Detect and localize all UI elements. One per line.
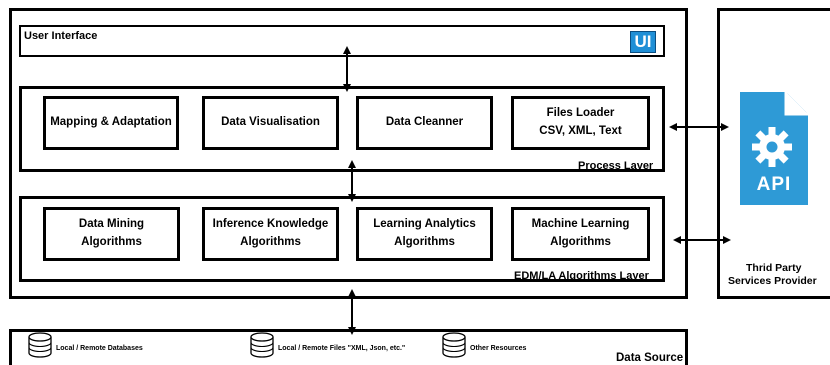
- learning-analytics-box: Learning Analytics Algorithms: [356, 207, 493, 261]
- database-icon: [249, 332, 275, 358]
- inference-knowledge-subtitle: Algorithms: [240, 236, 301, 248]
- data-cleaner-box: Data Cleanner: [356, 96, 493, 150]
- learning-analytics-title: Learning Analytics: [373, 218, 476, 231]
- database-icon: [27, 332, 53, 358]
- machine-learning-title: Machine Learning: [531, 218, 630, 231]
- user-interface-layer: User Interface UI: [19, 25, 665, 57]
- algorithms-layer-label: EDM/LA Algorithms Layer: [514, 270, 649, 282]
- data-mining-box: Data Mining Algorithms: [43, 207, 180, 261]
- machine-learning-box: Machine Learning Algorithms: [511, 207, 650, 261]
- api-icon-text: API: [756, 174, 792, 195]
- ui-badge-text: UI: [634, 32, 652, 51]
- user-interface-label: User Interface: [24, 30, 98, 42]
- local-remote-files-label: Local / Remote Files "XML, Json, etc.": [278, 345, 406, 352]
- api-gear-document-icon: API: [738, 92, 808, 207]
- files-loader-box: Files Loader CSV, XML, Text: [511, 96, 650, 150]
- data-visualisation-box: Data Visualisation: [202, 96, 339, 150]
- inference-knowledge-box: Inference Knowledge Algorithms: [202, 207, 339, 261]
- data-visualisation-text: Data Visualisation: [221, 116, 320, 129]
- machine-learning-subtitle: Algorithms: [550, 236, 611, 248]
- third-party-label-line2: Services Provider: [728, 275, 817, 287]
- third-party-label-line1: Thrid Party: [746, 262, 802, 274]
- files-loader-formats: CSV, XML, Text: [539, 125, 622, 137]
- mapping-adaptation-box: Mapping & Adaptation: [43, 96, 179, 150]
- data-mining-subtitle: Algorithms: [81, 236, 142, 248]
- data-source-label: Data Source: [616, 352, 684, 364]
- files-loader-title: Files Loader: [546, 107, 615, 120]
- data-mining-title: Data Mining: [78, 218, 145, 231]
- local-remote-databases-label: Local / Remote Databases: [56, 345, 143, 352]
- mapping-adaptation-text: Mapping & Adaptation: [50, 116, 172, 129]
- data-cleaner-text: Data Cleanner: [385, 116, 464, 129]
- inference-knowledge-title: Inference Knowledge: [212, 218, 329, 231]
- process-layer-label: Process Layer: [578, 160, 654, 172]
- other-resources-label: Other Resources: [470, 345, 527, 352]
- database-icon: [441, 332, 467, 358]
- ui-badge-icon: UI: [630, 31, 656, 53]
- learning-analytics-subtitle: Algorithms: [394, 236, 455, 248]
